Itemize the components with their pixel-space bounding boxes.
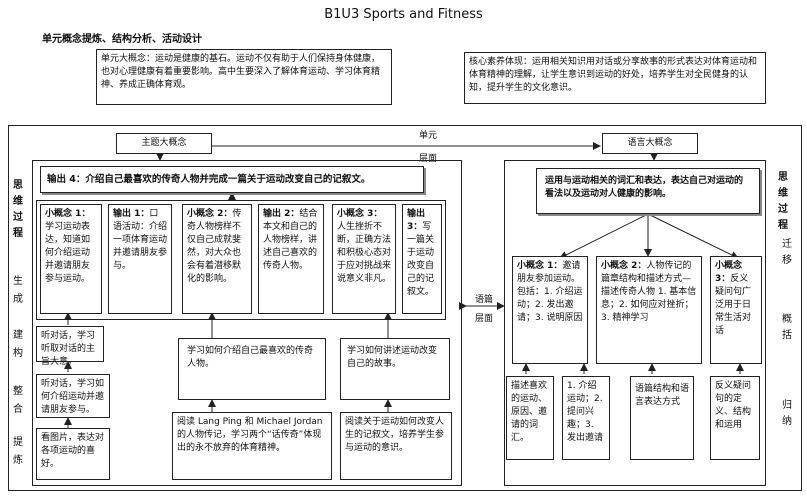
language-big-concept: 运用与运动相关的词汇和表达，表达自己对运动的看法以及运动对人健康的影响。 — [536, 168, 760, 214]
activity-tell-story: 学习如何讲述运动改变自己的故事。 — [340, 338, 450, 400]
right-step-generalize: 概括 — [782, 314, 792, 341]
concept-row-frame — [36, 200, 446, 320]
left-step-construct: 建构 — [13, 330, 23, 359]
language-steps-box: 1. 介绍运动；2. 提问兴趣；3. 发出邀请 — [562, 376, 610, 460]
theme-sub-concept-2: 小概念 2：传奇人物榜样不仅自己成就斐然，对大众也会有着潜移默化的影响。 — [182, 204, 252, 314]
activity-picture-talk: 看图片，表达对各项运动的喜好。 — [36, 428, 110, 480]
left-step-integrate: 整合 — [13, 386, 23, 415]
output-4: 输出 4：介绍自己最喜欢的传奇人物并完成一篇关于运动改变自己的记叙文。 — [40, 166, 424, 193]
right-step-transfer: 迁移 — [782, 239, 792, 266]
language-sub-concept-2: 小概念 2：人物传记的篇章结构和描述方式—描述传奇人物 1. 基本信息；2. 如… — [596, 256, 702, 364]
activity-listen-main-idea: 听对话，学习听取对话的主旨大意。 — [36, 326, 104, 367]
discourse-level-label-top: 语篇 — [474, 295, 493, 305]
left-thinking-title: 思维过程 — [13, 180, 23, 239]
theme-big-concept-header: 主题大概念 — [116, 133, 212, 154]
page-subtitle: 单元概念提炼、结构分析、活动设计 — [42, 34, 202, 45]
discourse-level-label-bottom: 层面 — [474, 314, 493, 324]
theme-output-2: 输出 2：结合本文和自己的人物榜样，讲述自己喜欢的传奇人物。 — [258, 204, 324, 314]
unit-big-concept: 单元大概念：运动是健康的基石。运动不仅有助于人们保持身体健康，也对心理健康有着重… — [96, 49, 392, 105]
language-structure-box: 语篇结构和语言表达方式 — [630, 376, 694, 460]
left-step-refine: 提炼 — [13, 437, 23, 466]
language-big-concept-header: 语言大概念 — [602, 133, 698, 154]
right-thinking-title: 思维过程 — [778, 172, 788, 231]
activity-introduce-legend: 学习如何介绍自己最喜欢的传奇人物。 — [178, 338, 326, 400]
theme-output-3: 输出 3：写一篇关于运动改变自己的记叙文。 — [402, 204, 442, 314]
unit-level-label-top: 单元 — [418, 131, 437, 141]
language-vocab-box: 描述喜欢的运动、原因、邀请的词汇。 — [506, 376, 554, 460]
language-frame — [504, 160, 766, 486]
left-step-generate: 生成 — [13, 276, 23, 305]
theme-frame — [32, 160, 462, 486]
core-competency: 核心素养体现：运用相关知识用对话或分享故事的形式表达对体育运动和体育精神的理解，… — [464, 52, 766, 104]
outer-frame — [8, 125, 802, 491]
language-sub-concept-3: 小概念 3：反义疑问句广泛用于日常生活对话 — [710, 256, 762, 364]
page-title: B1U3 Sports and Fitness — [324, 7, 483, 22]
language-sub-concept-1: 小概念 1：邀请朋友参加运动。包括：1. 介绍运动；2. 发出邀请；3. 说明原… — [512, 256, 588, 364]
unit-level-label-bottom: 层面 — [418, 154, 437, 164]
theme-sub-concept-1: 小概念 1：学习运动表达，知道如何介绍运动并邀请朋友参与运动。 — [40, 204, 102, 314]
reading-legend-biographies: 阅读 Lang Ping 和 Michael Jordan 的人物传记，学习两个… — [172, 412, 332, 480]
theme-sub-concept-3: 小概念 3：人生挫折不断，正确方法和积极心态对于应对挑战来说意义非凡。 — [332, 204, 396, 314]
theme-output-1: 输出 1：口语活动：介绍一项体育运动并邀请朋友参与。 — [108, 204, 172, 314]
language-tag-question-box: 反义疑问句的定义、结构和运用 — [710, 376, 760, 460]
activity-listen-invite: 听对话，学习如何介绍运动并邀请朋友参与。 — [36, 374, 110, 418]
right-step-induce: 归纳 — [782, 400, 792, 427]
reading-narrative-essay: 阅读关于运动如何改变人生的记叙文，培养学生参与运动的意识。 — [340, 412, 452, 480]
